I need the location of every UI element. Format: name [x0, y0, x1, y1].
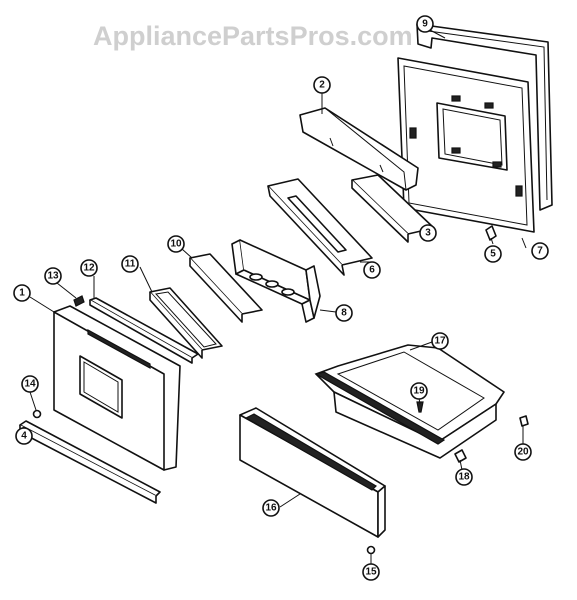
callout-20: 20 [514, 443, 532, 461]
svg-text:7: 7 [537, 246, 543, 257]
part-clip-13 [73, 295, 85, 307]
part-outer-door [53, 305, 181, 471]
callout-13: 13 [44, 267, 62, 285]
svg-text:4: 4 [21, 431, 27, 442]
callout-12: 12 [80, 259, 98, 277]
callout-7: 7 [531, 242, 549, 260]
callout-4: 4 [15, 427, 33, 445]
svg-text:19: 19 [413, 386, 425, 397]
part-glide-18 [454, 449, 467, 463]
part-door-glass-inner [189, 253, 263, 323]
svg-text:20: 20 [517, 447, 529, 458]
svg-text:18: 18 [458, 472, 470, 483]
svg-text:17: 17 [434, 336, 446, 347]
callout-15: 15 [362, 563, 380, 581]
svg-text:10: 10 [170, 239, 182, 250]
svg-text:5: 5 [490, 249, 496, 260]
callout-19: 19 [410, 382, 428, 400]
svg-text:8: 8 [341, 308, 347, 319]
callout-6: 6 [363, 261, 381, 279]
callout-14: 14 [21, 375, 39, 393]
part-window-frame [267, 178, 373, 276]
svg-text:2: 2 [319, 80, 325, 91]
callout-11: 11 [121, 255, 139, 273]
svg-text:13: 13 [47, 271, 59, 282]
callout-9: 9 [416, 15, 434, 33]
watermark: AppliancePartsPros.com [93, 21, 413, 51]
part-nut-15 [366, 545, 376, 555]
callout-5: 5 [484, 245, 502, 263]
callout-2: 2 [313, 76, 331, 94]
part-roller-20 [519, 415, 529, 427]
part-drawer-body [314, 344, 505, 459]
callout-16: 16 [262, 499, 280, 517]
svg-text:11: 11 [125, 259, 136, 270]
part-door-gasket [416, 23, 553, 211]
svg-text:12: 12 [83, 263, 95, 274]
part-handle-trim [89, 297, 199, 364]
part-drawer-front [239, 407, 386, 538]
callout-3: 3 [419, 224, 437, 242]
callout-17: 17 [431, 332, 449, 350]
svg-text:16: 16 [265, 503, 277, 514]
svg-text:9: 9 [422, 19, 428, 30]
part-insulation-baffle [231, 239, 321, 323]
part-screw-14 [32, 409, 42, 419]
callout-18: 18 [455, 468, 473, 486]
part-glass-gasket [149, 287, 223, 359]
part-screw-19 [416, 401, 424, 413]
callout-8: 8 [335, 304, 353, 322]
svg-text:15: 15 [365, 567, 377, 578]
svg-text:14: 14 [24, 379, 36, 390]
part-door-top-trim [299, 107, 419, 191]
svg-text:6: 6 [369, 265, 375, 276]
part-inner-door-panel [397, 57, 535, 233]
part-hinge-clip-5 [485, 225, 497, 241]
svg-text:3: 3 [425, 228, 431, 239]
callout-1: 1 [13, 284, 31, 302]
svg-text:1: 1 [19, 288, 25, 299]
callout-10: 10 [167, 235, 185, 253]
